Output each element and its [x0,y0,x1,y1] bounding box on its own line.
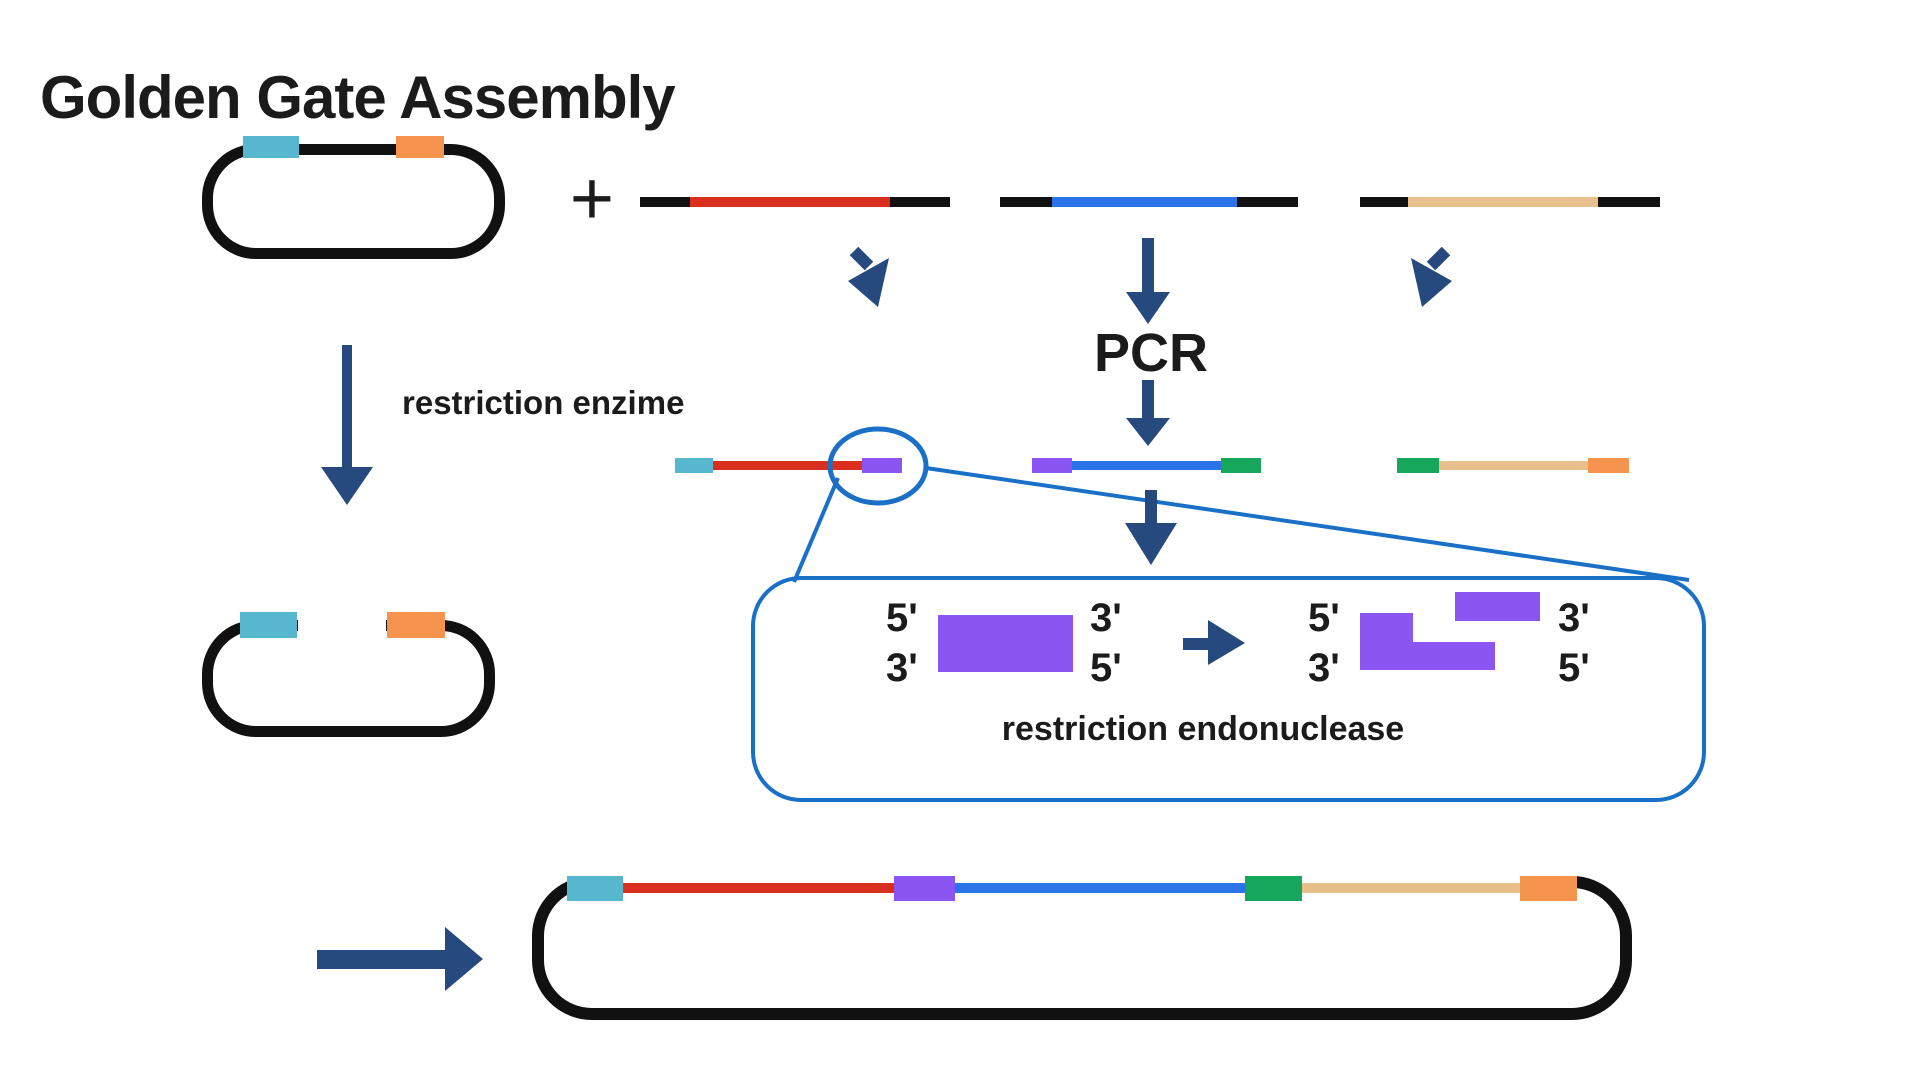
page-title: Golden Gate Assembly [40,64,676,131]
down-left-arrow-fragment1 [848,246,889,307]
uncut-top-right-label: 3' [1090,596,1122,640]
uncut-duplex-block [938,615,1073,672]
cut-bottom-strand-block-overhang [1413,642,1495,670]
cut-top-strand-block [1455,592,1540,621]
product-body-red [713,461,862,470]
assembled-site-purple [894,876,955,901]
cut-site-left [240,612,297,638]
assembled-site-orange [1520,876,1577,901]
fragment-body-tan [1408,197,1598,207]
assembled-insert-red [623,883,894,893]
plus-operator: + [569,155,615,241]
vector-site-right [396,136,444,158]
fragment-end [1360,197,1408,207]
vector-site-left [243,136,299,158]
fragment-end [1000,197,1052,207]
assembled-insert-tan [1302,883,1520,893]
zoom-line-right [925,466,1690,582]
restriction-endonuclease-label: restriction endonuclease [1001,710,1405,748]
assembled-site-green [1245,876,1302,901]
cut-site-right [387,612,445,638]
down-arrow-pcr-to-products [1126,380,1170,446]
fragment-end [1598,197,1660,207]
fragment-body-red [690,197,890,207]
fragment-end [1237,197,1298,207]
overhang-purple [1032,458,1072,473]
cut-bottom-left-label: 3' [1308,646,1340,690]
overhang-cyan [675,458,713,473]
cut-top-right-label: 3' [1558,596,1590,640]
cut-bottom-strand-block-tall [1360,613,1413,670]
overhang-purple [862,458,902,473]
down-arrow-restriction-enzyme [321,345,373,505]
assembled-site-cyan [567,876,623,901]
plasmid-cut-gap [298,612,386,638]
product-body-tan [1439,461,1588,470]
pcr-label: PCR [1093,323,1209,383]
product-body-blue [1072,461,1221,470]
fragment-body-blue [1052,197,1237,207]
cut-bottom-right-label: 5' [1558,646,1590,690]
down-right-arrow-fragment3 [1411,246,1452,307]
overhang-green [1397,458,1439,473]
uncut-bottom-right-label: 5' [1090,646,1122,690]
fragment-end [890,197,950,207]
fragment-end [640,197,690,207]
overhang-orange [1588,458,1629,473]
right-arrow-assembly [317,927,483,991]
uncut-bottom-left-label: 3' [886,646,918,690]
assembled-insert-blue [955,883,1245,893]
restriction-enzyme-label: restriction enzime [402,384,685,421]
vector-plasmid [202,144,505,259]
uncut-top-left-label: 5' [886,596,918,640]
down-arrow-to-pcr [1126,238,1170,324]
cut-top-left-label: 5' [1308,596,1340,640]
down-arrow-to-callout [1125,490,1177,565]
right-arrow-endonuclease [1183,620,1245,665]
zoom-line-left [792,477,840,583]
overhang-green [1221,458,1261,473]
